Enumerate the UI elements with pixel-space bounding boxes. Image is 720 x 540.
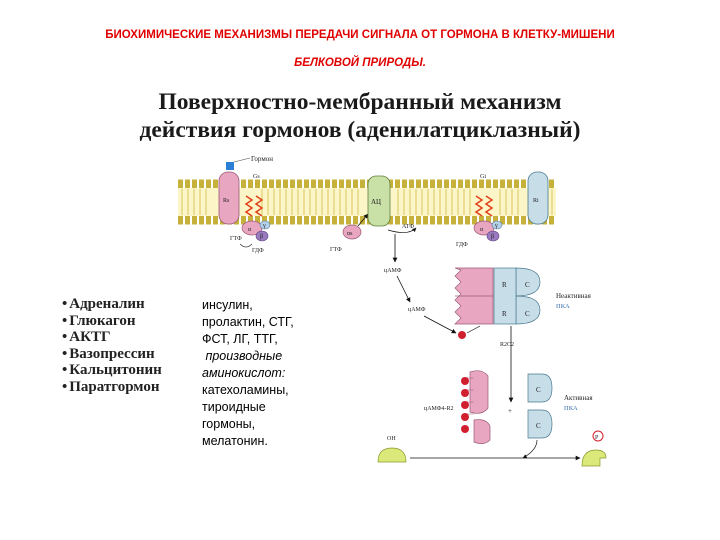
rs-receptor: Гормон Rs <box>218 155 273 225</box>
inactive-pka: R R C C <box>454 267 541 325</box>
side-note-line: пролактин, СТГ, <box>202 315 294 329</box>
atp-label: АТФ <box>402 224 414 230</box>
inactive-label: Неактивная <box>556 292 592 300</box>
alpha-label: α <box>248 227 252 233</box>
gamma-label: γ <box>262 223 266 229</box>
side-note-line: аминокислот: <box>202 366 286 380</box>
rs-label: Rs <box>223 198 230 204</box>
side-note-line: ФСТ, ЛГ, ТТГ, <box>202 332 278 346</box>
hormone-item: АКТГ <box>62 329 162 346</box>
inactive-pka-label: ПКА <box>556 303 570 310</box>
zigzag-2-icon <box>254 195 264 217</box>
ri-label: Ri <box>533 198 539 204</box>
zigzag-4-icon <box>484 195 494 217</box>
r-label-2: R <box>502 310 507 318</box>
beta-label: β <box>260 234 263 240</box>
side-note-line: гормоны, <box>202 417 256 431</box>
slide-title-line-2: действия гормонов (аденилатциклазный) <box>139 117 581 143</box>
membrane <box>178 179 556 225</box>
substrate-after: P <box>581 430 607 467</box>
alpha-s-label: αs <box>347 231 353 237</box>
plus-sign: + <box>508 407 512 415</box>
hormone-item: Глюкагон <box>62 313 162 330</box>
side-note: инсулин, пролактин, СТГ, ФСТ, ЛГ, ТТГ, п… <box>202 297 327 450</box>
hormone-item: Адреналин <box>62 296 162 313</box>
slide-title-line-1: Поверхностно-мембранный механизм <box>158 89 562 115</box>
hormone-item: Кальцитонин <box>62 362 162 379</box>
gi-label: Gi <box>480 174 486 180</box>
side-note-line: мелатонин. <box>202 434 268 448</box>
substrate-before: OH <box>377 436 407 463</box>
camp-dot <box>458 331 466 339</box>
alpha-s-gtp: αs ГТФ <box>330 213 369 253</box>
active-label: Активная <box>564 394 593 402</box>
header-line-1: БИОХИМИЧЕСКИЕ МЕХАНИЗМЫ ПЕРЕДАЧИ СИГНАЛА… <box>105 29 615 41</box>
slide-title: Поверхностно-мембранный механизм действи… <box>60 88 660 144</box>
gs-label: Gs <box>253 174 260 180</box>
gtp-label-1: ГТФ <box>230 236 242 242</box>
alpha-label-2: α <box>480 227 484 233</box>
hormone-item: Паратгормон <box>62 379 162 396</box>
c-label-2: C <box>525 310 530 318</box>
gamma-label-2: γ <box>494 223 498 229</box>
zigzag-3-icon <box>474 195 484 217</box>
side-note-line: инсулин, <box>202 298 253 312</box>
active-pka: C C <box>527 373 553 439</box>
g-protein-right: α γ β ГДФ <box>456 220 503 248</box>
gdp-label-2: ГДФ <box>456 242 468 248</box>
gtp-label-2: ГТФ <box>330 247 342 253</box>
camp-r2-label: цАМФ4-R2 <box>424 406 454 412</box>
beta-label-2: β <box>491 234 494 240</box>
oh-label: OH <box>387 436 396 442</box>
r2c2-label: R2C2 <box>500 342 514 348</box>
phosphate-label: P <box>595 435 599 441</box>
c-label-3: C <box>536 386 541 394</box>
ri-receptor: Ri <box>527 171 549 225</box>
hormone-item: Вазопрессин <box>62 346 162 363</box>
zigzag-1-icon <box>244 195 254 217</box>
r-label-1: R <box>502 281 507 289</box>
side-note-line: тироидные <box>202 400 266 414</box>
side-note-line: катехоламины, <box>202 383 289 397</box>
camp-label-2: цАМФ <box>408 307 426 313</box>
hormone-label: Гормон <box>251 155 273 163</box>
g-protein-left: α γ β ГТФ ГДФ <box>230 220 271 254</box>
ac-label: АЦ <box>371 198 381 206</box>
side-note-line: производные <box>202 349 283 363</box>
hormone-list: Адреналин Глюкагон АКТГ Вазопрессин Каль… <box>62 296 162 395</box>
hormone-square-icon <box>226 162 234 170</box>
camp-r2-complex <box>461 370 491 444</box>
gdp-label-1: ГДФ <box>252 248 264 254</box>
camp-label-1: цАМФ <box>384 268 402 274</box>
active-pka-label: ПКА <box>564 405 578 412</box>
adenylate-cyclase: АЦ АТФ <box>367 175 417 233</box>
c-label-4: C <box>536 422 541 430</box>
c-label-1: C <box>525 281 530 289</box>
header-line-2: БЕЛКОВОЙ ПРИРОДЫ. <box>294 57 426 69</box>
